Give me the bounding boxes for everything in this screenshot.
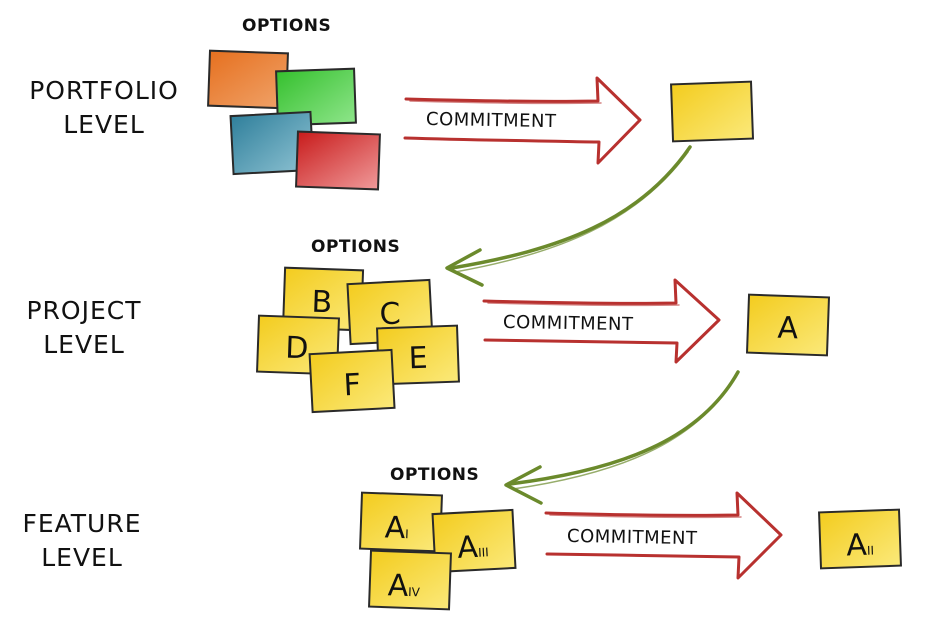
project-commitment-label: COMMITMENT — [502, 311, 634, 336]
project-options-label: OPTIONS — [311, 237, 401, 257]
project-selected-letter: A — [777, 311, 799, 347]
feature-option-letter: A — [387, 568, 409, 604]
portfolio-options-group — [207, 49, 381, 191]
project-options-group: B C D E F — [256, 266, 460, 414]
project-label-line2: LEVEL — [43, 330, 125, 359]
project-option-letter: F — [343, 368, 362, 404]
portfolio-level-label: PORTFOLIO LEVEL — [14, 74, 194, 142]
feature-options-group: AI AIII AIV — [359, 491, 517, 611]
project-option-letter: D — [285, 331, 309, 367]
svg-text:AIII: AIII — [456, 529, 489, 566]
project-option-letter: C — [379, 296, 402, 332]
portfolio-label-line1: PORTFOLIO — [29, 76, 179, 105]
feature-selected-subscript: II — [867, 544, 875, 558]
feature-label-line1: FEATURE — [22, 509, 142, 538]
project-selected-note: A — [745, 293, 831, 357]
feature-option-letter: A — [456, 530, 479, 566]
commitment-arrow-feature — [544, 491, 783, 580]
feature-option-note: AI — [359, 491, 443, 553]
feature-option-subscript: IV — [408, 585, 421, 599]
feature-option-letter: A — [384, 510, 406, 546]
project-level-label: PROJECT LEVEL — [4, 294, 164, 362]
feature-commitment-label: COMMITMENT — [566, 525, 698, 550]
feature-option-subscript: III — [478, 545, 489, 560]
project-option-letter: B — [311, 285, 333, 321]
svg-text:AIV: AIV — [387, 568, 421, 604]
feature-selected-note: AII — [818, 508, 902, 570]
project-option-note: F — [308, 348, 396, 414]
portfolio-options-label: OPTIONS — [242, 16, 332, 36]
feature-label-line2: LEVEL — [41, 543, 123, 572]
option-note-red — [295, 130, 381, 191]
feature-option-subscript: I — [405, 527, 409, 541]
svg-text:AI: AI — [384, 510, 409, 546]
project-option-letter: E — [408, 341, 428, 377]
feature-option-note: AIII — [431, 508, 517, 574]
feature-options-label: OPTIONS — [390, 465, 480, 485]
feature-option-note: AIV — [368, 549, 452, 611]
portfolio-label-line2: LEVEL — [63, 110, 145, 139]
commitment-arrow-project — [482, 278, 721, 364]
commitment-arrow-portfolio — [403, 76, 642, 165]
svg-text:AII: AII — [846, 528, 875, 564]
project-label-line1: PROJECT — [26, 296, 142, 325]
feature-selected-letter: A — [846, 528, 868, 564]
portfolio-commitment-label: COMMITMENT — [425, 108, 557, 133]
flow-arrow-project-to-feature — [504, 370, 740, 505]
option-note-green — [275, 67, 357, 127]
project-option-note: E — [376, 324, 460, 386]
portfolio-selected-note — [670, 80, 755, 143]
flow-arrow-portfolio-to-project — [445, 145, 692, 287]
feature-level-label: FEATURE LEVEL — [2, 507, 162, 575]
